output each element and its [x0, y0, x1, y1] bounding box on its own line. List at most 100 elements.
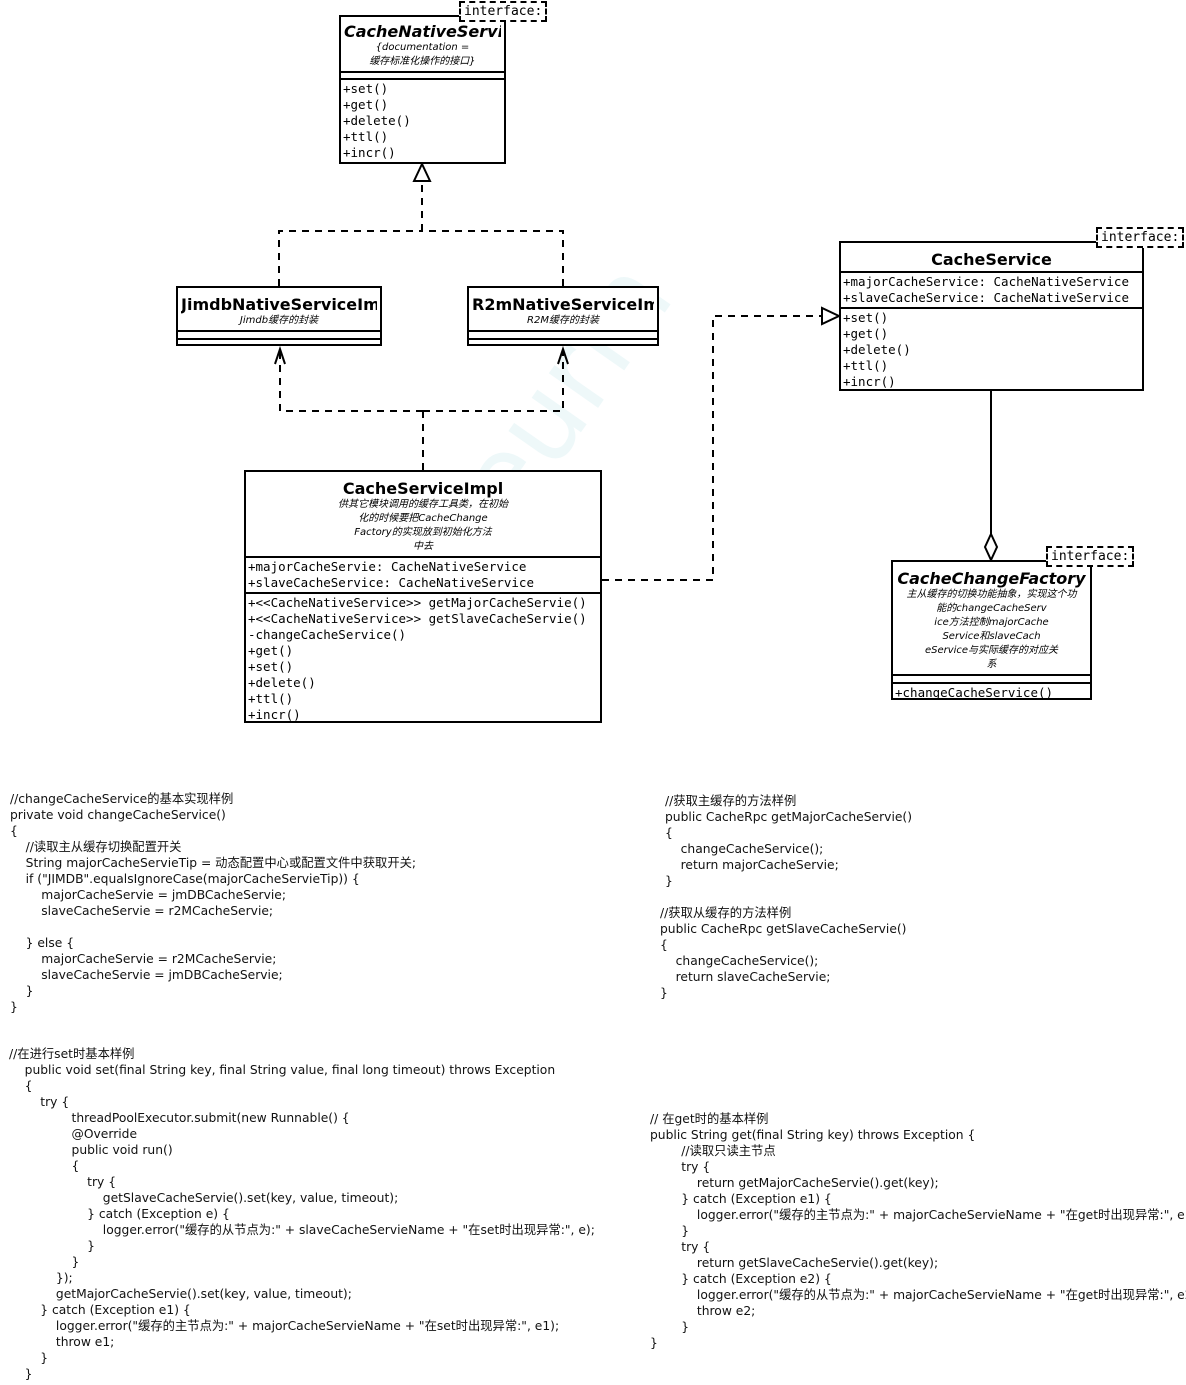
- method: +delete(): [843, 342, 911, 357]
- method: +get(): [343, 97, 389, 112]
- code-line: //获取主缓存的方法样例: [665, 794, 797, 808]
- class-doc-line: 供其它模块调用的缓存工具类，在初始: [338, 499, 508, 510]
- code-line: } catch (Exception e1) {: [9, 1303, 191, 1317]
- class-name: CacheNativeService: [344, 22, 501, 41]
- class-doc-line: R2M缓存的封装: [527, 315, 599, 326]
- code-line: });: [9, 1271, 73, 1285]
- class-header: CacheChangeFactory 主从缓存的切换功能抽象，实现这个功 能的c…: [893, 562, 1090, 676]
- class-doc-line: 化的时候要把CacheChange: [358, 513, 488, 524]
- class-name: CacheService: [931, 250, 1052, 269]
- code-line: }: [660, 986, 668, 1000]
- class-name: JimdbNativeServiceImpl: [181, 295, 377, 314]
- code-line: //读取主从缓存切换配置开关: [10, 840, 182, 854]
- attributes-section: +majorCacheServie: CacheNativeService +s…: [246, 558, 600, 594]
- code-line: // 在get时的基本样例: [650, 1112, 769, 1126]
- method: +get(): [248, 643, 294, 658]
- code-line: try {: [650, 1160, 711, 1174]
- method: +ttl(): [343, 129, 389, 144]
- code-line: }: [10, 1000, 18, 1014]
- code-line: } catch (Exception e1) {: [650, 1192, 832, 1206]
- realization-line-r2m: [422, 230, 564, 286]
- code-line: logger.error("缓存的从节点为:" + majorCacheServ…: [650, 1288, 1186, 1302]
- class-doc-line: 系: [986, 659, 997, 670]
- method: +delete(): [248, 675, 316, 690]
- code-line: public void set(final String key, final …: [9, 1063, 556, 1077]
- methods-section: [469, 340, 657, 345]
- code-line: }: [10, 984, 34, 998]
- interface-stereotype: interface:: [459, 1, 548, 22]
- code-line: return getSlaveCacheServie().get(key);: [650, 1256, 939, 1270]
- aggregation-diamond: [983, 531, 999, 563]
- realization-line-cacheservice: [602, 315, 821, 581]
- code-line: if ("JIMDB".equalsIgnoreCase(majorCacheS…: [10, 872, 360, 886]
- code-line: }: [650, 1336, 658, 1350]
- code-line: //changeCacheService的基本实现样例: [10, 792, 234, 806]
- methods-section: +<<CacheNativeService>> getMajorCacheSer…: [246, 594, 600, 724]
- code-line: slaveCacheServie = jmDBCacheServie;: [10, 968, 283, 982]
- class-doc-line: ice方法控制majorCache: [934, 617, 1049, 628]
- interface-stereotype: interface:: [1096, 227, 1185, 248]
- code-line: try {: [650, 1240, 711, 1254]
- methods-section: [178, 340, 380, 345]
- code-line: }: [650, 1320, 690, 1334]
- dependency-arrowhead-jimdb: [274, 345, 286, 365]
- attributes-section: +majorCacheService: CacheNativeService +…: [841, 273, 1142, 309]
- code-line: } catch (Exception e) {: [9, 1207, 230, 1221]
- attributes-section: [341, 73, 504, 80]
- attribute: +slaveCacheService: CacheNativeService: [248, 575, 534, 590]
- code-line: } catch (Exception e2) {: [650, 1272, 832, 1286]
- attribute: +slaveCacheService: CacheNativeService: [843, 290, 1129, 305]
- code-line: return slaveCacheServie;: [660, 970, 831, 984]
- code-line: throw e1;: [9, 1335, 115, 1349]
- class-doc-line: 主从缓存的切换功能抽象，实现这个功: [906, 589, 1077, 600]
- dependency-arrowhead-r2m: [557, 345, 569, 365]
- class-header: JimdbNativeServiceImpl Jimdb缓存的封装: [178, 288, 380, 332]
- code-line: slaveCacheServie = r2MCacheServie;: [10, 904, 274, 918]
- code-line: getMajorCacheServie().set(key, value, ti…: [9, 1287, 352, 1301]
- code-line: public CacheRpc getMajorCacheServie(): [665, 810, 913, 824]
- code-line: String majorCacheServieTip = 动态配置中心或配置文件…: [10, 856, 417, 870]
- code-line: //在进行set时基本样例: [9, 1047, 135, 1061]
- class-doc-line: 中去: [413, 541, 433, 552]
- class-doc-line: 缓存标准化操作的接口}: [369, 56, 476, 67]
- method: +ttl(): [248, 691, 294, 706]
- method: -changeCacheService(): [248, 627, 407, 642]
- class-jimdb-native-service-impl: JimdbNativeServiceImpl Jimdb缓存的封装: [176, 286, 382, 346]
- dependency-line-jimdb: [279, 352, 423, 412]
- class-doc-line: Service和slaveCach: [942, 631, 1041, 642]
- class-header: CacheService: [841, 243, 1142, 273]
- code-line: {: [9, 1079, 33, 1093]
- attribute: +majorCacheService: CacheNativeService: [843, 274, 1129, 289]
- class-header: R2mNativeServiceImpl R2M缓存的封装: [469, 288, 657, 332]
- attribute: +majorCacheServie: CacheNativeService: [248, 559, 527, 574]
- method: +incr(): [248, 707, 301, 722]
- code-line: threadPoolExecutor.submit(new Runnable()…: [9, 1111, 350, 1125]
- code-line: public void run(): [9, 1143, 173, 1157]
- method: +<<CacheNativeService>> getMajorCacheSer…: [248, 595, 587, 610]
- dependency-line-r2m: [423, 352, 564, 412]
- code-line: throw e2;: [650, 1304, 756, 1318]
- attributes-section: [469, 332, 657, 340]
- realization-line-jimdb: [278, 230, 422, 286]
- code-block-set-example: //在进行set时基本样例 public void set(final Stri…: [9, 1046, 595, 1382]
- code-line: return getMajorCacheServie().get(key);: [650, 1176, 939, 1190]
- code-line: }: [9, 1255, 80, 1269]
- code-line: }: [9, 1351, 49, 1365]
- class-header: CacheNativeService {documentation = 缓存标准…: [341, 17, 504, 73]
- method: +incr(): [843, 374, 896, 389]
- methods-section: +set() +get() +delete() +ttl() +incr(): [841, 309, 1142, 391]
- code-line: [10, 919, 416, 935]
- code-line: } else {: [10, 936, 75, 950]
- code-line: {: [9, 1159, 80, 1173]
- code-line: {: [665, 826, 673, 840]
- code-line: {: [660, 938, 668, 952]
- method: +set(): [343, 81, 389, 96]
- code-line: }: [650, 1224, 690, 1238]
- code-line: }: [665, 874, 673, 888]
- class-doc-line: 能的changeCacheServ: [936, 603, 1047, 614]
- code-block-get-major: //获取主缓存的方法样例 public CacheRpc getMajorCach…: [665, 793, 912, 889]
- code-line: @Override: [9, 1127, 138, 1141]
